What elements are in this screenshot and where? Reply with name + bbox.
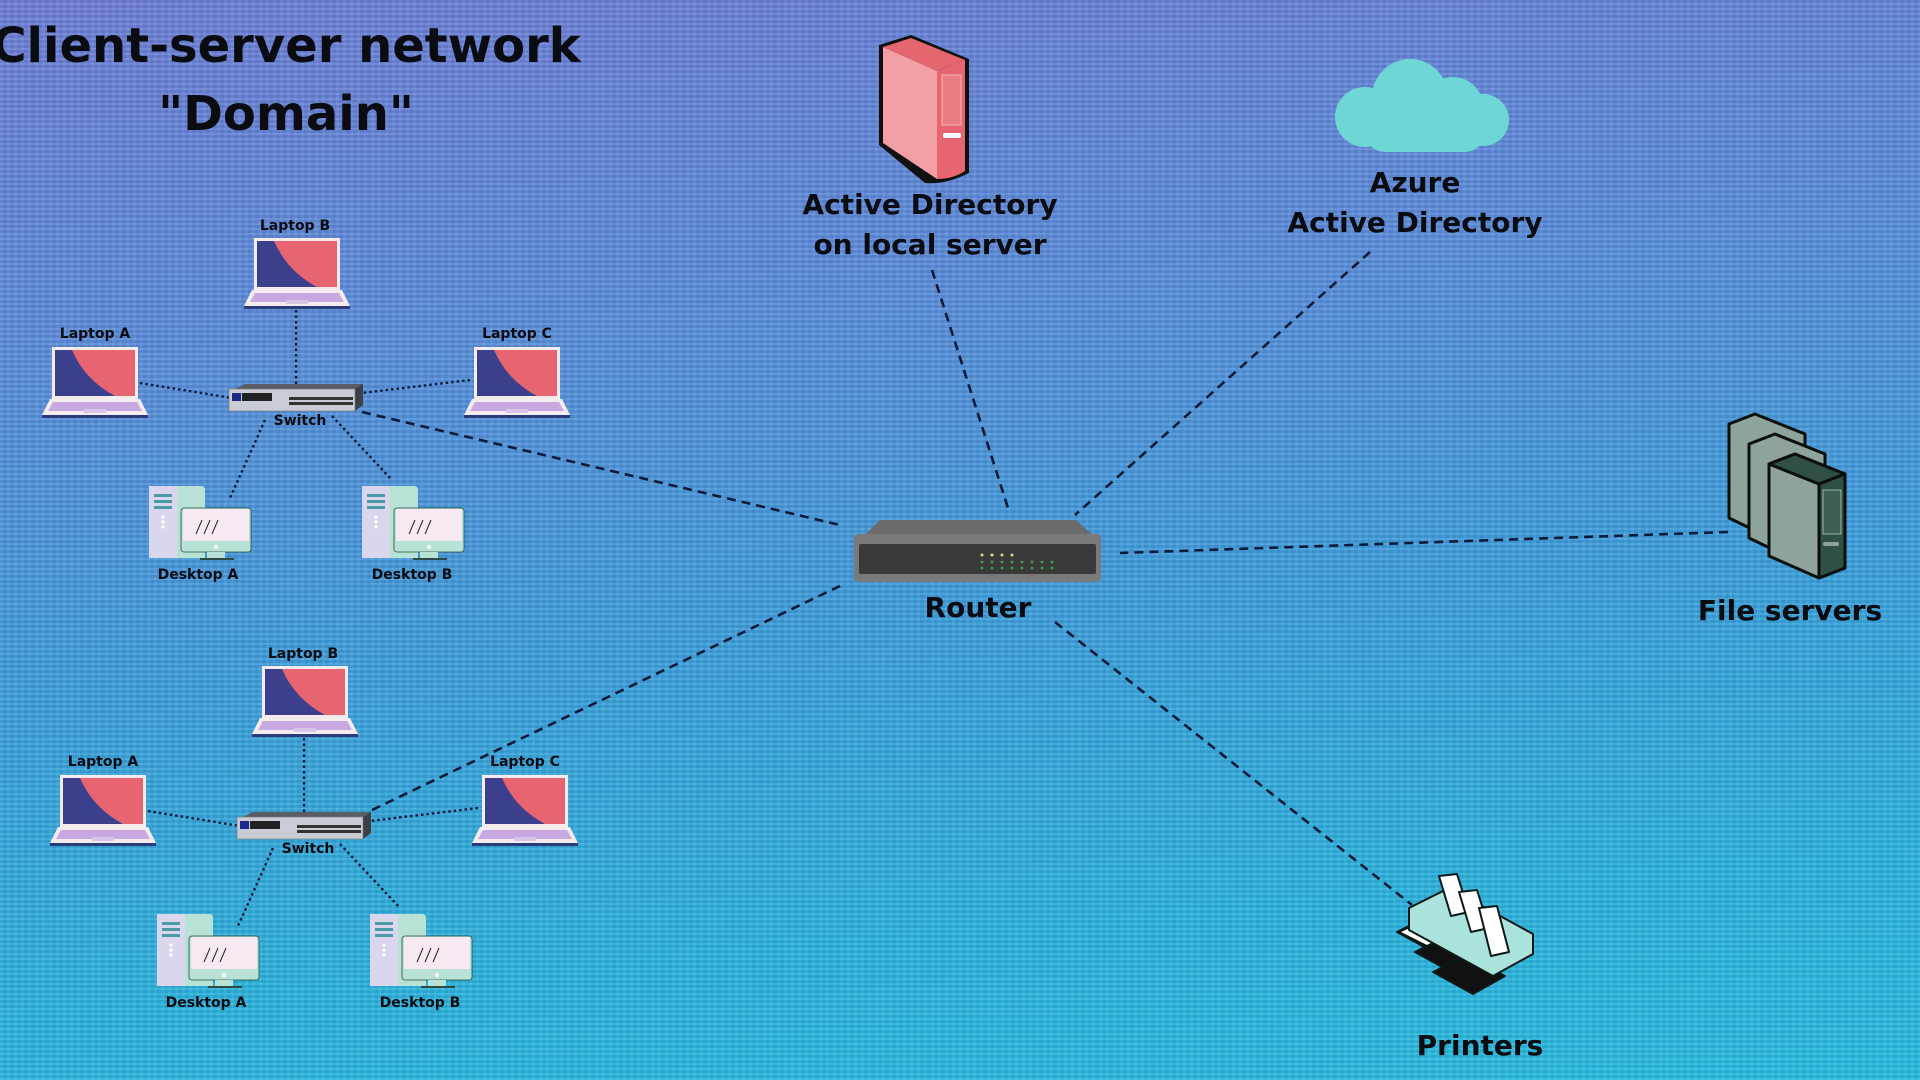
laptop-c-label: Laptop C — [490, 754, 560, 770]
azure-label-line-1: Azure — [1369, 166, 1461, 199]
link-laptopc-switch — [369, 806, 479, 823]
printers-icon[interactable] — [1393, 872, 1538, 1007]
laptop-c-label: Laptop C — [482, 326, 552, 342]
link-desktopb-switch — [331, 415, 393, 481]
laptop-b-icon[interactable] — [250, 664, 360, 739]
ad-server-label-line-2: on local server — [813, 228, 1047, 261]
link-laptopc-switch — [361, 378, 471, 395]
laptop-b-icon[interactable] — [242, 236, 352, 311]
ad-server-icon[interactable] — [875, 33, 977, 185]
desktop-a-label: Desktop A — [165, 995, 247, 1011]
switch-icon[interactable] — [227, 383, 367, 413]
diagram-title: Client-server network "Domain" — [0, 12, 581, 148]
laptop-a-label: Laptop A — [59, 326, 131, 342]
title-line-1: Client-server network — [0, 18, 581, 74]
ad-server-label-line-1: Active Directory — [802, 188, 1058, 221]
link-printers-router — [1054, 620, 1413, 907]
link-fileservers-router — [1119, 530, 1729, 555]
switch-label: Switch — [281, 841, 335, 857]
desktop-a-icon[interactable] — [145, 482, 255, 562]
router-icon[interactable] — [850, 516, 1105, 586]
switch-icon[interactable] — [235, 811, 375, 841]
laptop-a-icon[interactable] — [40, 345, 150, 420]
link-desktopb-switch — [339, 843, 401, 909]
link-adserver-router — [930, 269, 1010, 509]
desktop-a-icon[interactable] — [153, 910, 263, 990]
link-laptopa-switch — [147, 809, 241, 828]
laptop-b-label: Laptop B — [259, 218, 331, 234]
link-switch2-router — [371, 583, 843, 812]
link-switch1-router — [361, 410, 841, 527]
title-line-2: "Domain" — [158, 86, 414, 142]
file-servers-icon[interactable] — [1725, 410, 1850, 580]
azure-cloud-icon[interactable] — [1325, 55, 1515, 160]
laptop-a-icon[interactable] — [48, 773, 158, 848]
laptop-a-label: Laptop A — [67, 754, 139, 770]
link-laptopa-switch — [139, 381, 233, 400]
azure-label: Azure Active Directory — [1287, 163, 1542, 243]
desktop-b-label: Desktop B — [379, 995, 461, 1011]
desktop-a-label: Desktop A — [157, 567, 239, 583]
printers-label: Printers — [1416, 1029, 1544, 1062]
router-label: Router — [924, 591, 1032, 624]
azure-label-line-2: Active Directory — [1287, 206, 1543, 239]
switch-label: Switch — [273, 413, 327, 429]
ad-server-label: Active Directory on local server — [802, 185, 1057, 265]
laptop-c-icon[interactable] — [462, 345, 572, 420]
link-azure-router — [1074, 251, 1371, 516]
laptop-c-icon[interactable] — [470, 773, 580, 848]
desktop-b-icon[interactable] — [366, 910, 476, 990]
desktop-b-label: Desktop B — [371, 567, 453, 583]
desktop-b-icon[interactable] — [358, 482, 468, 562]
file-servers-label: File servers — [1697, 594, 1883, 627]
laptop-b-label: Laptop B — [267, 646, 339, 662]
